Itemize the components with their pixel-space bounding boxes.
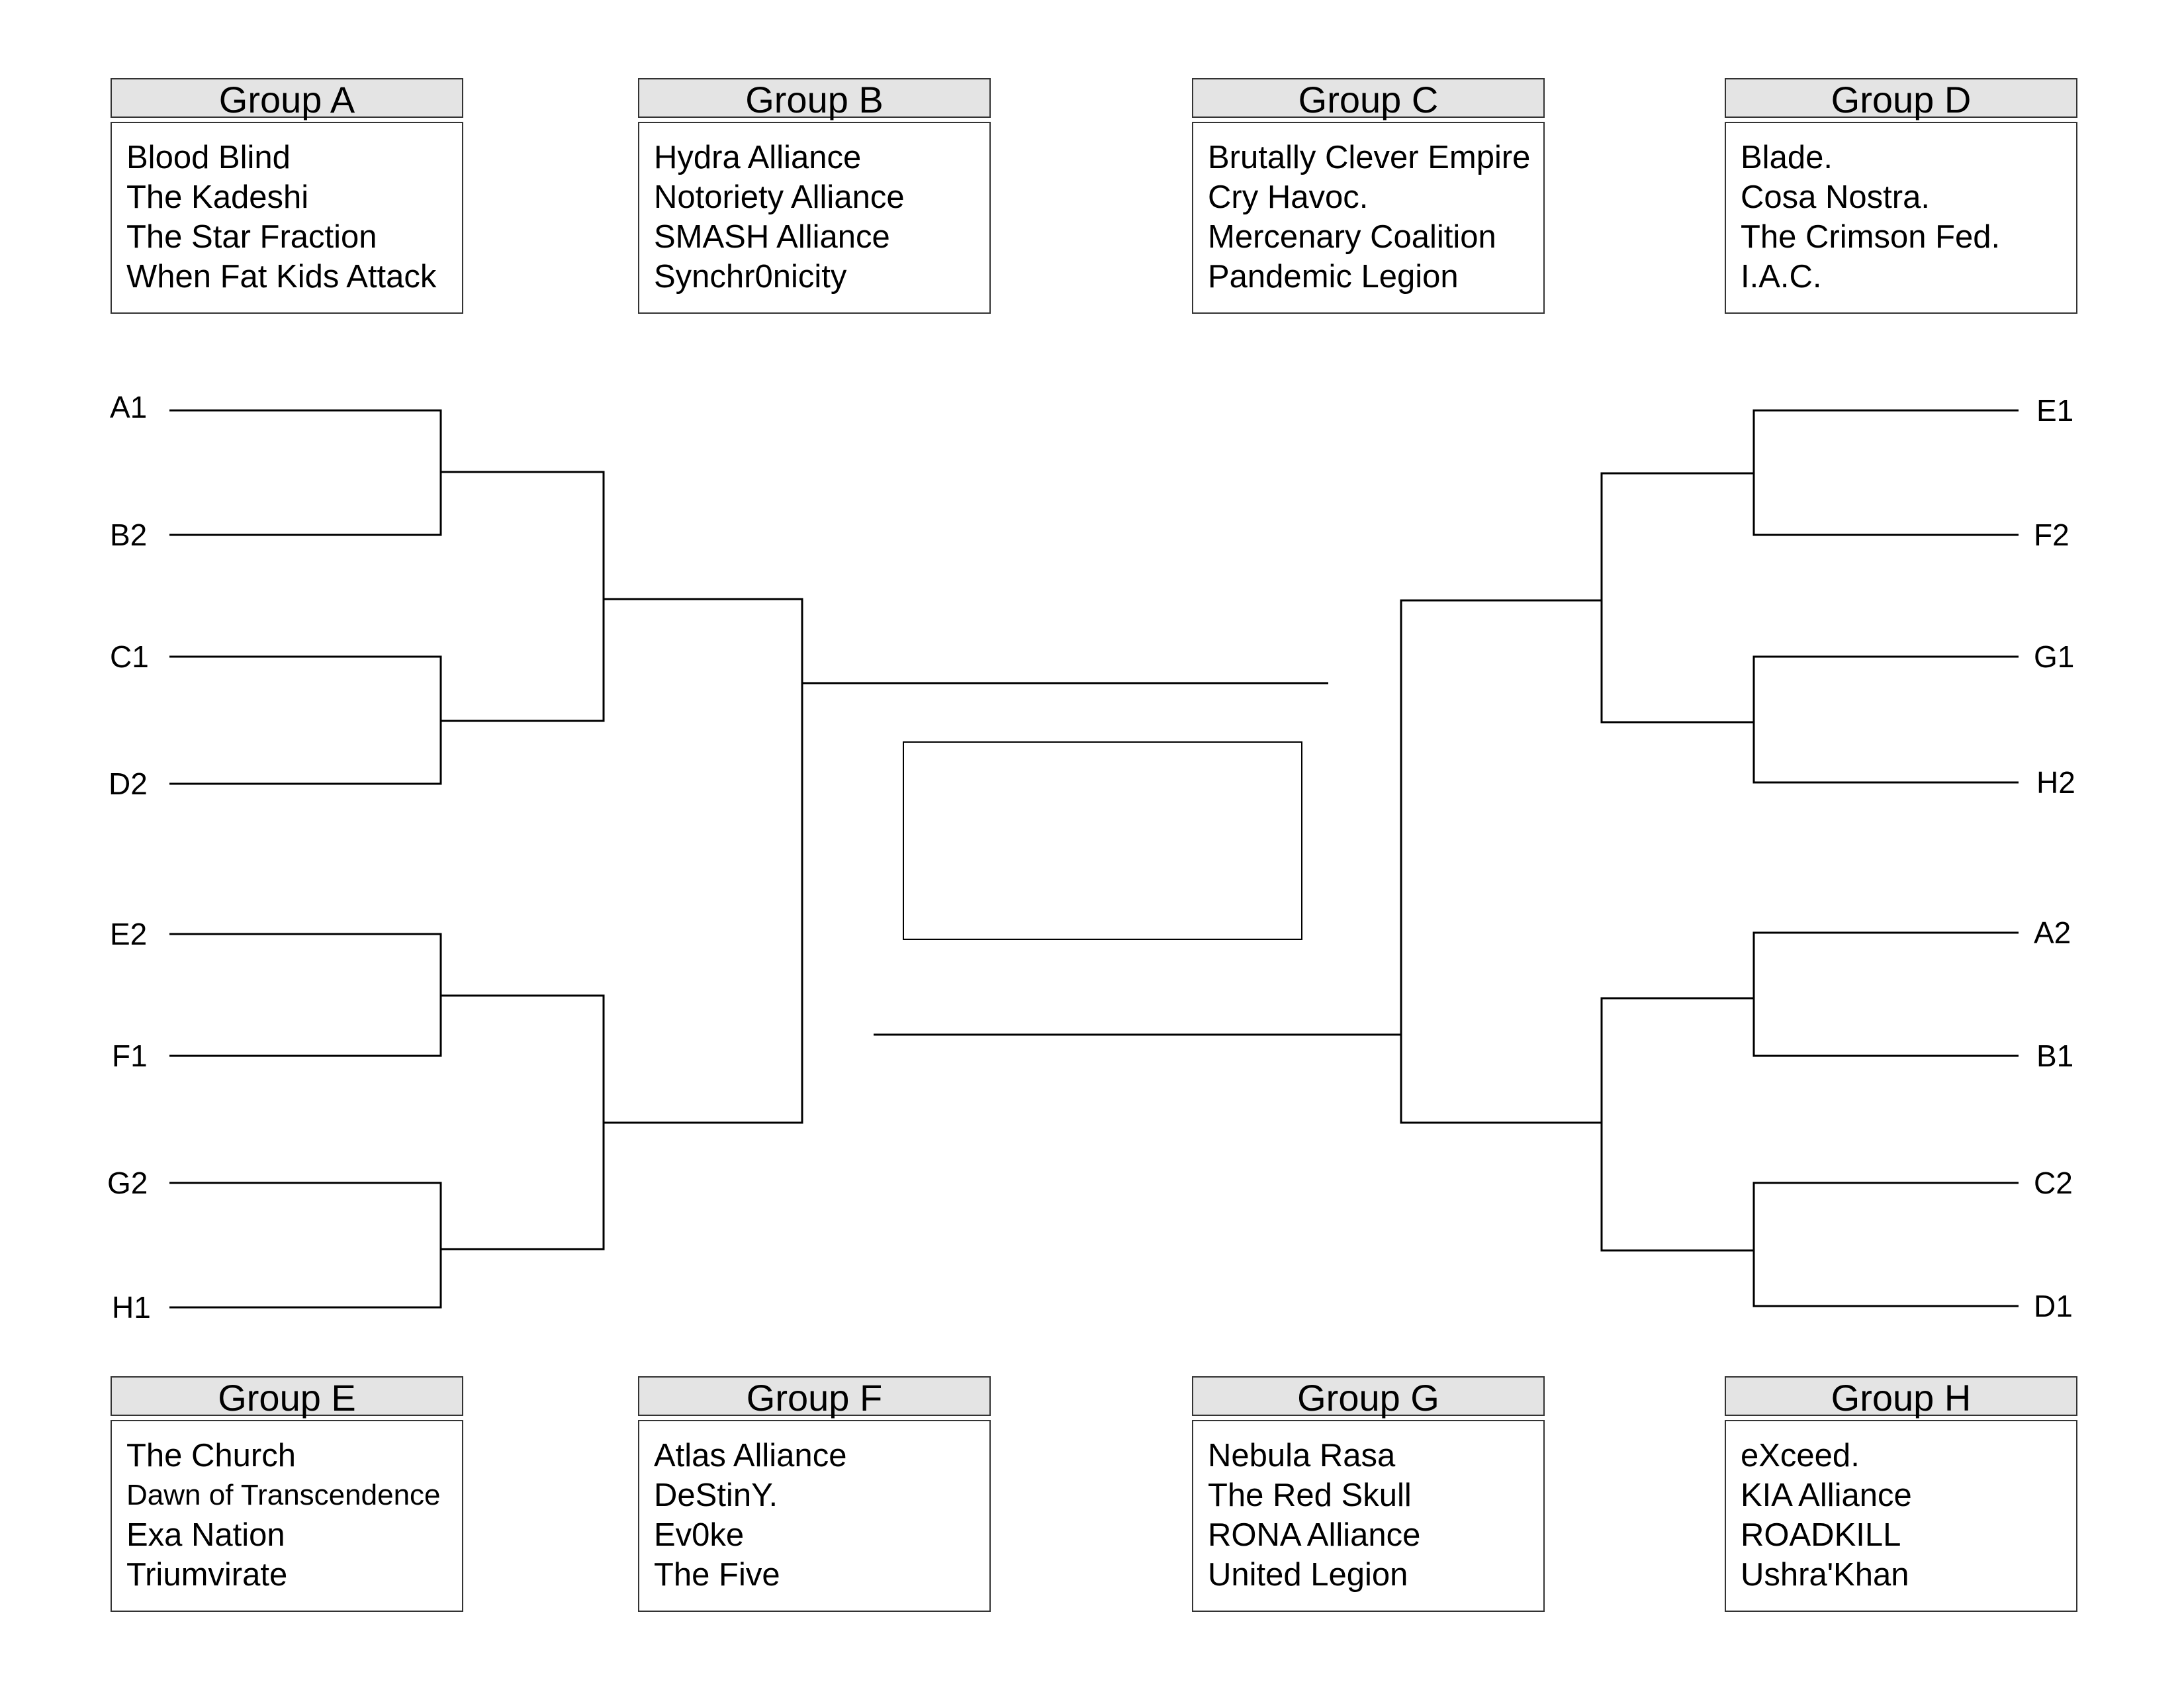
- team: KIA Alliance: [1741, 1477, 1912, 1513]
- group-g: Group G Nebula Rasa The Red Skull RONA A…: [1192, 1376, 1545, 1612]
- team: ROADKILL: [1741, 1517, 1901, 1553]
- seed-label: D2: [109, 767, 148, 801]
- group-team-list: Blood Blind The Kadeshi The Star Fractio…: [111, 122, 463, 314]
- team: DeStinY.: [654, 1477, 778, 1513]
- group-h: Group H eXceed. KIA Alliance ROADKILL Us…: [1725, 1376, 2077, 1612]
- group-e: Group E The Church Dawn of Transcendence…: [111, 1376, 463, 1612]
- bracket-semi-right-1: [1600, 472, 1754, 724]
- seed-label: B1: [2036, 1039, 2074, 1073]
- bracket-match-left-3: [169, 933, 442, 1057]
- group-team-list: Nebula Rasa The Red Skull RONA Alliance …: [1192, 1420, 1545, 1612]
- team: Mercenary Coalition: [1208, 219, 1496, 255]
- team: The Five: [654, 1557, 780, 1593]
- seed-label: C2: [2034, 1166, 2073, 1200]
- team: Triumvirate: [126, 1557, 288, 1593]
- team: I.A.C.: [1741, 259, 1822, 295]
- seed-label: F1: [112, 1039, 148, 1073]
- group-team-list: Hydra Alliance Notoriety Alliance SMASH …: [638, 122, 991, 314]
- bracket-match-left-2: [169, 655, 442, 785]
- seed-label: B2: [110, 518, 148, 552]
- group-team-list: The Church Dawn of Transcendence Exa Nat…: [111, 1420, 463, 1612]
- team: Cry Havoc.: [1208, 179, 1369, 215]
- group-title: Group C: [1192, 78, 1545, 120]
- bracket-match-right-4: [1752, 1182, 2019, 1307]
- group-d: Group D Blade. Cosa Nostra. The Crimson …: [1725, 78, 2077, 314]
- group-title: Group F: [638, 1376, 991, 1419]
- champion-box: [903, 741, 1302, 940]
- team: The Star Fraction: [126, 219, 377, 255]
- seed-label: G2: [107, 1166, 148, 1200]
- team: Pandemic Legion: [1208, 259, 1459, 295]
- team: Cosa Nostra.: [1741, 179, 1930, 215]
- team: Dawn of Transcendence: [126, 1479, 441, 1511]
- team: Blade.: [1741, 140, 1833, 175]
- team: When Fat Kids Attack: [126, 259, 437, 295]
- team: The Red Skull: [1208, 1477, 1412, 1513]
- seed-label: A2: [2034, 915, 2071, 950]
- seed-label: A1: [110, 390, 148, 424]
- bracket-match-right-1: [1752, 409, 2019, 536]
- team: The Crimson Fed.: [1741, 219, 2001, 255]
- team: Ev0ke: [654, 1517, 745, 1553]
- group-team-list: eXceed. KIA Alliance ROADKILL Ushra'Khan: [1725, 1420, 2077, 1612]
- seed-label: F2: [2034, 518, 2070, 552]
- seed-label: C1: [110, 639, 149, 674]
- group-title: Group E: [111, 1376, 463, 1419]
- group-title: Group B: [638, 78, 991, 120]
- group-b: Group B Hydra Alliance Notoriety Allianc…: [638, 78, 991, 314]
- team: Brutally Clever Empire: [1208, 140, 1531, 175]
- group-team-list: Blade. Cosa Nostra. The Crimson Fed. I.A…: [1725, 122, 2077, 314]
- seed-label: D1: [2034, 1289, 2073, 1323]
- group-title: Group G: [1192, 1376, 1545, 1419]
- team: Notoriety Alliance: [654, 179, 905, 215]
- seed-label: H2: [2036, 765, 2075, 800]
- bracket-match-left-4: [169, 1182, 442, 1309]
- group-f: Group F Atlas Alliance DeStinY. Ev0ke Th…: [638, 1376, 991, 1612]
- bracket-final-right: [1400, 599, 1602, 1124]
- team: Exa Nation: [126, 1517, 285, 1553]
- bracket-semi-right-2: [1600, 997, 1754, 1252]
- group-title: Group D: [1725, 78, 2077, 120]
- group-title: Group A: [111, 78, 463, 120]
- bracket-match-right-3: [1752, 931, 2019, 1057]
- group-team-list: Brutally Clever Empire Cry Havoc. Mercen…: [1192, 122, 1545, 314]
- seed-label: H1: [112, 1290, 151, 1325]
- bracket-semi-left-1: [441, 471, 605, 722]
- team: The Kadeshi: [126, 179, 309, 215]
- seed-label: E1: [2036, 393, 2074, 428]
- team: Nebula Rasa: [1208, 1438, 1396, 1474]
- bracket-final-left: [604, 598, 803, 1124]
- bracket-match-right-2: [1752, 655, 2019, 784]
- group-title: Group H: [1725, 1376, 2077, 1419]
- bracket-match-left-1: [169, 409, 442, 536]
- group-c: Group C Brutally Clever Empire Cry Havoc…: [1192, 78, 1545, 314]
- team: eXceed.: [1741, 1438, 1860, 1474]
- team: The Church: [126, 1438, 296, 1474]
- seed-label: E2: [110, 917, 148, 951]
- team: SMASH Alliance: [654, 219, 890, 255]
- team: Hydra Alliance: [654, 140, 862, 175]
- team: Synchr0nicity: [654, 259, 847, 295]
- team: RONA Alliance: [1208, 1517, 1421, 1553]
- seed-label: G1: [2034, 639, 2075, 674]
- group-team-list: Atlas Alliance DeStinY. Ev0ke The Five: [638, 1420, 991, 1612]
- team: Atlas Alliance: [654, 1438, 847, 1474]
- group-a: Group A Blood Blind The Kadeshi The Star…: [111, 78, 463, 314]
- team: Blood Blind: [126, 140, 291, 175]
- team: United Legion: [1208, 1557, 1408, 1593]
- team: Ushra'Khan: [1741, 1557, 1909, 1593]
- bracket-semi-left-2: [441, 994, 605, 1250]
